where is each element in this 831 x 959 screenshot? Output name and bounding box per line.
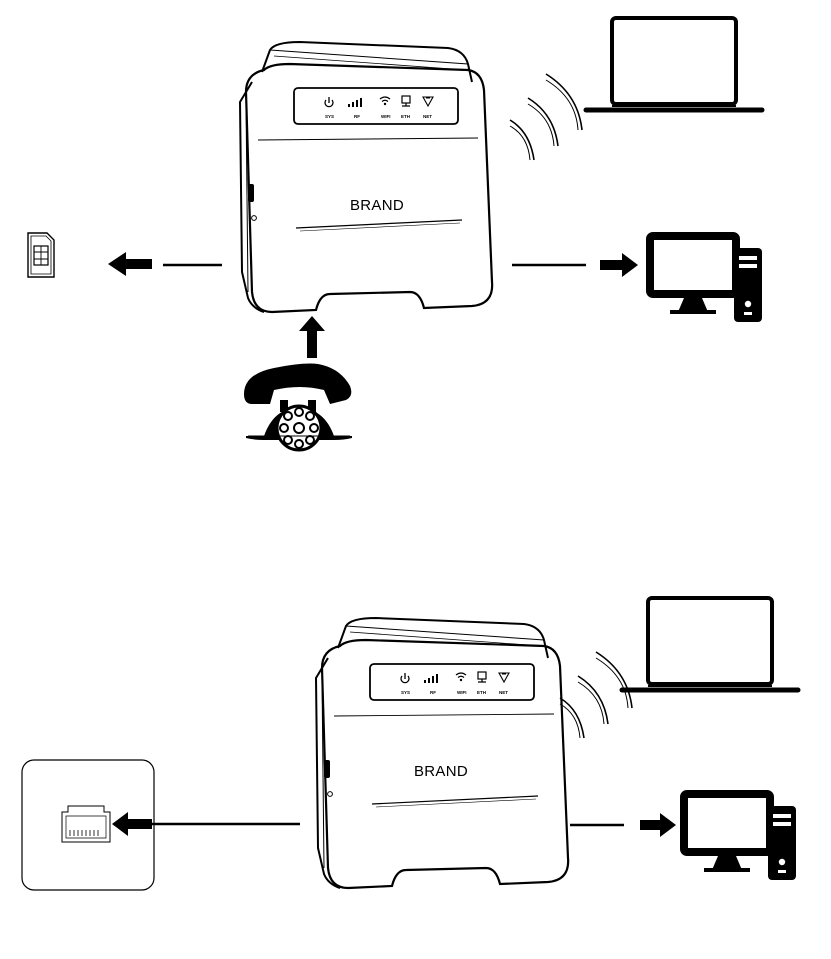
led-net: NET (423, 97, 433, 119)
router-brand-label: BRAND (350, 197, 404, 214)
arrow-to-wall-port-icon (112, 812, 300, 836)
svg-text:ETH: ETH (477, 690, 486, 695)
svg-text:NET: NET (499, 690, 508, 695)
wifi-waves-icon (560, 652, 632, 738)
svg-text:SYS: SYS (325, 114, 334, 119)
laptop-icon (586, 18, 762, 110)
led-wifi: WIFI (456, 673, 467, 695)
led-rf: RF (424, 674, 438, 695)
led-eth: ETH (477, 672, 486, 695)
desktop-computer-icon (684, 794, 796, 880)
led-wifi: WIFI (380, 97, 391, 119)
svg-text:ETH: ETH (401, 114, 410, 119)
arrow-to-desktop-icon (570, 813, 676, 837)
svg-text:SYS: SYS (401, 690, 410, 695)
wifi-waves-icon (510, 74, 582, 160)
svg-text:RF: RF (430, 690, 436, 695)
scenario-bottom: SYS RF WIFI ETH (22, 598, 798, 890)
led-eth: ETH (401, 96, 410, 119)
led-sys: SYS (325, 97, 334, 119)
arrow-to-router-icon (299, 316, 325, 358)
led-net: NET (499, 673, 509, 695)
svg-text:WIFI: WIFI (381, 114, 391, 119)
router-brand-label: BRAND (414, 763, 468, 780)
svg-text:WIFI: WIFI (457, 690, 467, 695)
laptop-icon (622, 598, 798, 690)
svg-text:RF: RF (354, 114, 360, 119)
led-sys: SYS (401, 673, 410, 695)
router: SYS RF WIFI ETH (240, 42, 492, 312)
arrow-to-sim-icon (108, 252, 222, 276)
arrow-to-desktop-icon (512, 253, 638, 277)
led-rf: RF (348, 98, 362, 119)
scenario-top: SYS RF WIFI ETH (28, 18, 762, 450)
router: SYS RF WIFI ETH (316, 618, 568, 888)
desktop-computer-icon (650, 236, 762, 322)
svg-text:NET: NET (423, 114, 432, 119)
telephone-icon (244, 364, 352, 451)
sim-card-icon (28, 233, 54, 277)
